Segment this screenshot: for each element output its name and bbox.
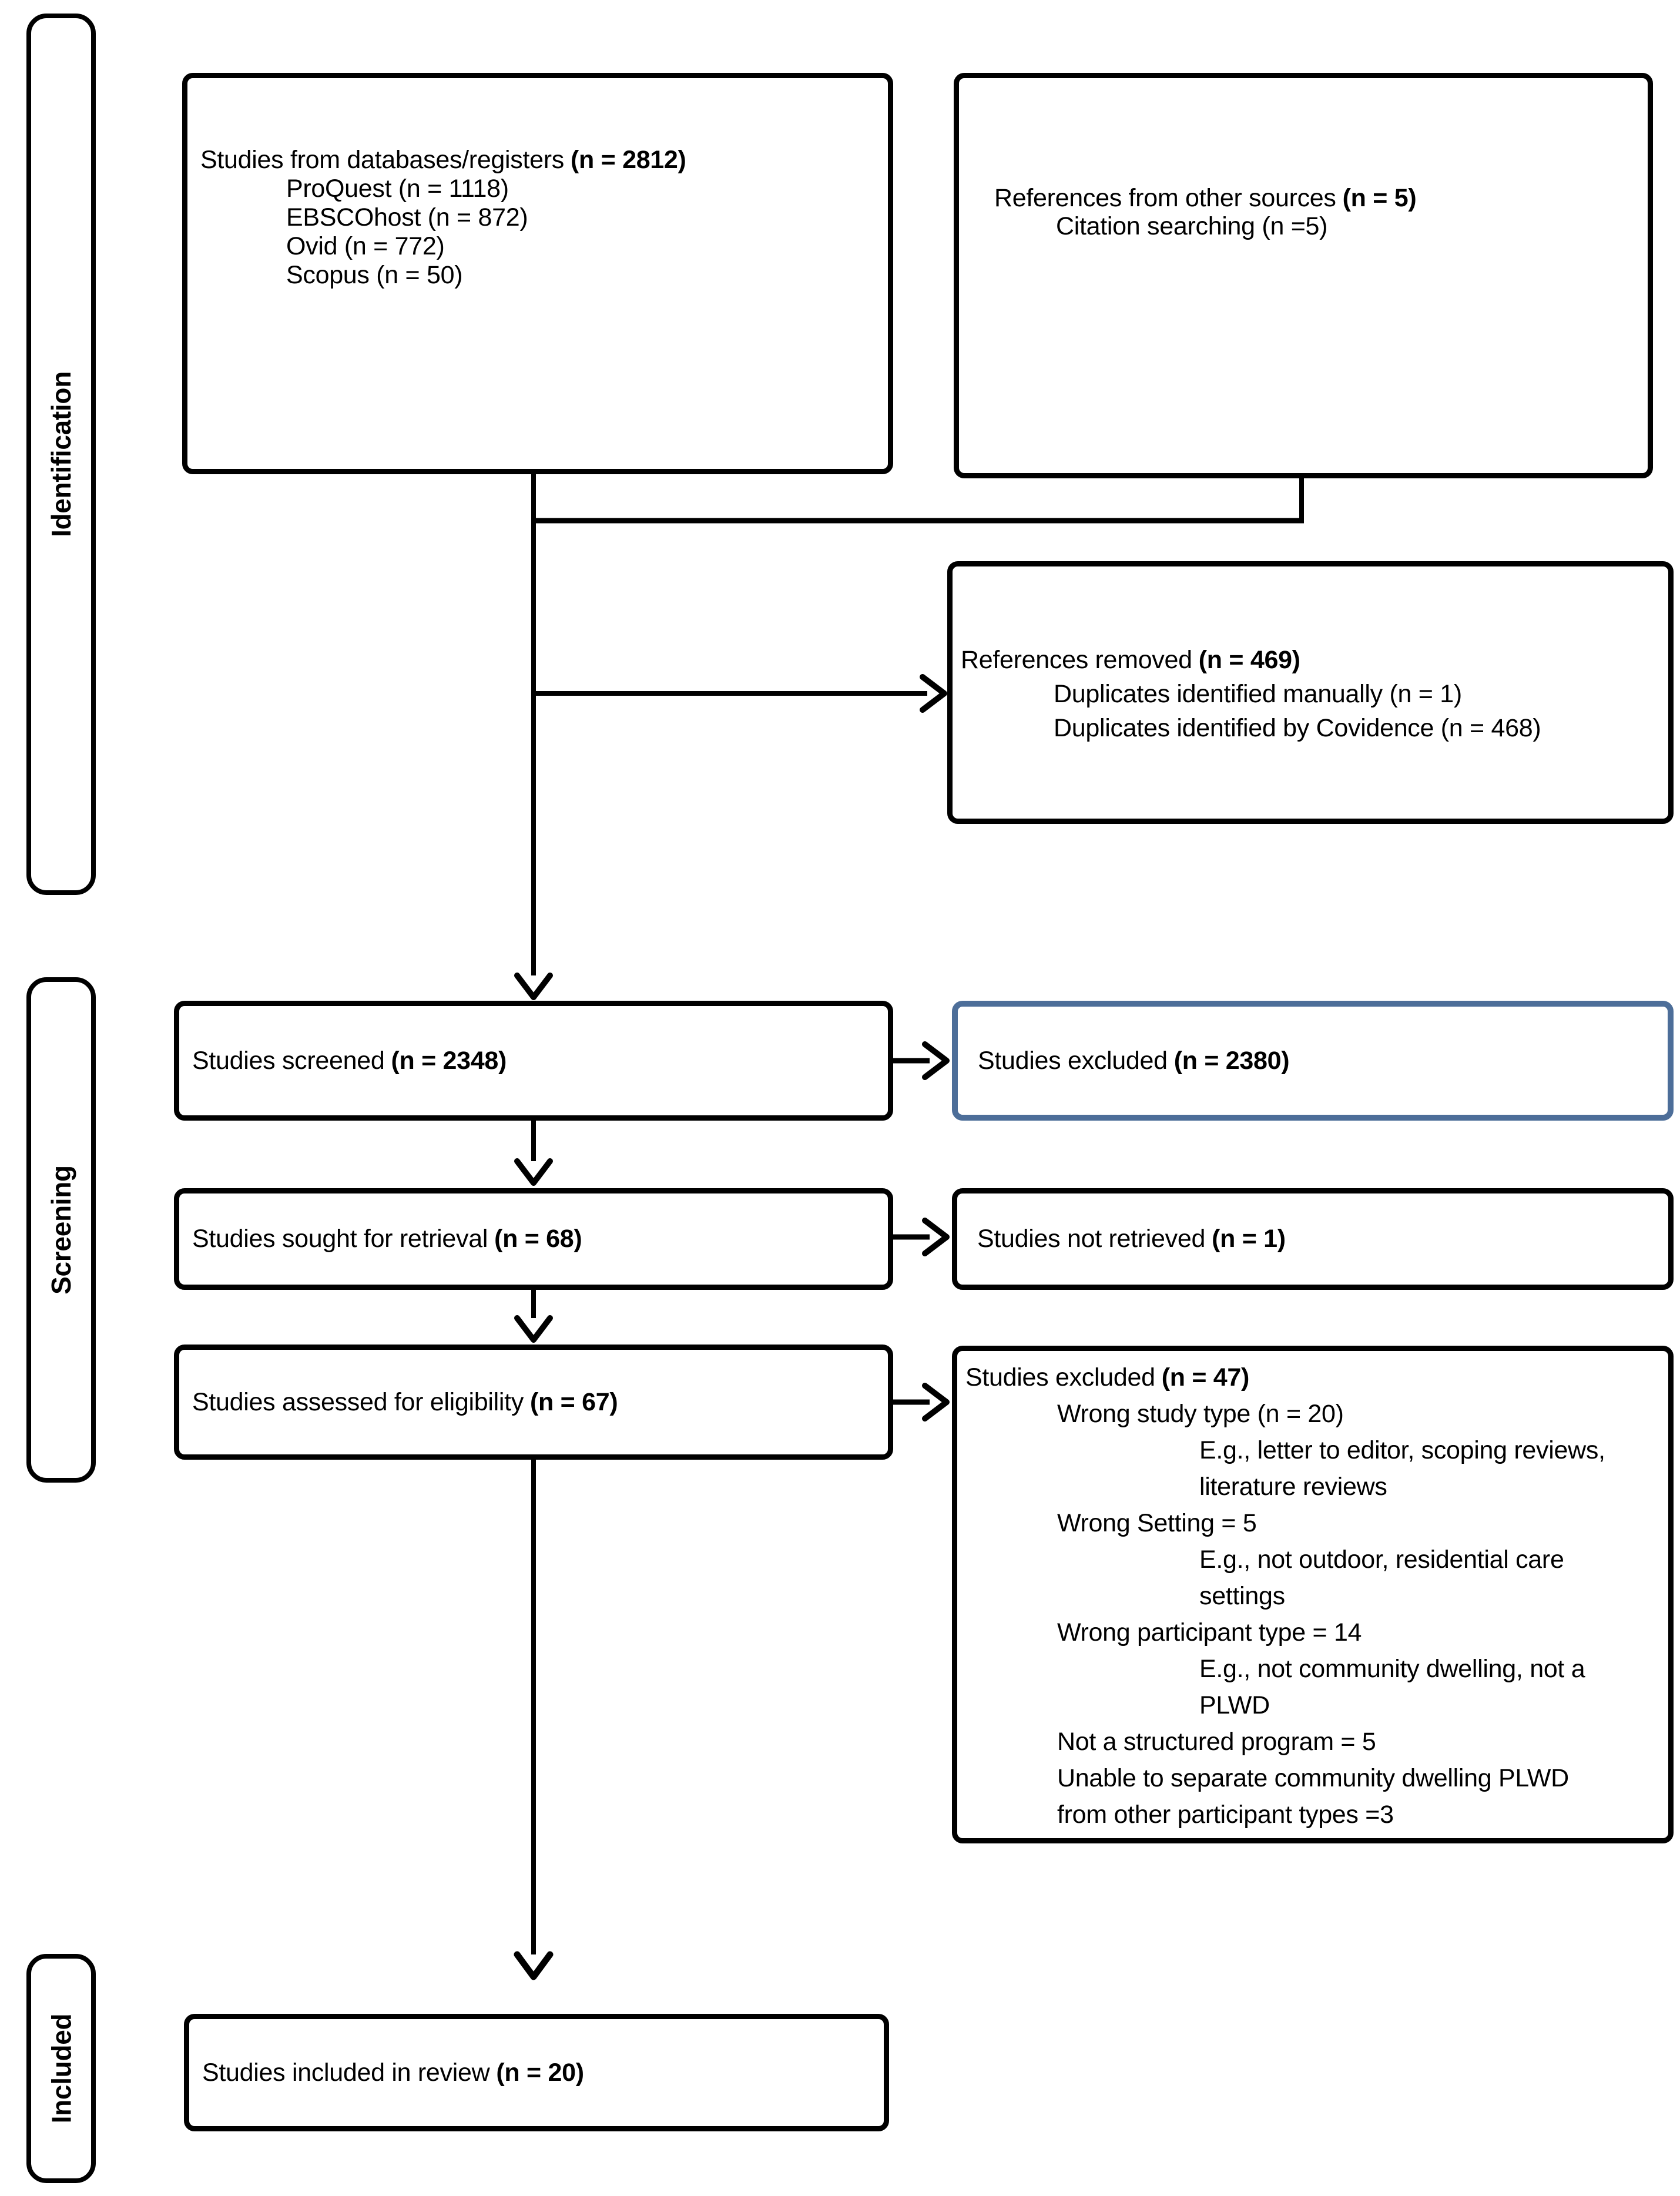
box-title: Studies excluded(n = 2380): [978, 1046, 1290, 1075]
arrowhead-into-notretrieved: [922, 1218, 950, 1256]
box-studies-excluded-screening: Studies excluded(n = 2380): [952, 1001, 1674, 1121]
box-title: References from other sources(n = 5): [994, 184, 1637, 212]
box-studies-excluded-eligibility: Studies excluded(n = 47) Wrong study typ…: [952, 1346, 1674, 1843]
arrowhead-into-screened: [514, 973, 553, 1000]
box-title: Studies screened(n = 2348): [192, 1047, 507, 1075]
box-title-label: Studies assessed for eligibility: [192, 1387, 524, 1416]
arrowhead-into-excluded-screening: [922, 1041, 950, 1080]
arrowhead-into-sought: [514, 1158, 553, 1186]
box-references-other-sources-text: References from other sources(n = 5) Cit…: [959, 78, 1648, 240]
box-title-count: (n = 5): [1342, 184, 1417, 212]
stage-label-identification-text: Identification: [46, 371, 76, 538]
box-title-label: References from other sources: [994, 184, 1336, 212]
exclusion-reasons-list: Wrong study type (n = 20) E.g., letter to…: [965, 1396, 1658, 1833]
list-line: ProQuest (n = 1118): [286, 175, 509, 203]
box-title: Studies sought for retrieval(n = 68): [192, 1225, 582, 1253]
box-title: References removed(n = 469): [961, 643, 1658, 677]
box-studies-not-retrieved: Studies not retrieved(n = 1): [952, 1188, 1674, 1290]
box-title-count: (n = 469): [1198, 646, 1300, 674]
list-line: Scopus (n = 50): [286, 261, 463, 289]
other-sources-list: Citation searching (n =5): [994, 212, 1637, 240]
list-line: E.g., not outdoor, residential care: [1199, 1545, 1564, 1574]
box-studies-from-databases: Studies from databases/registers(n = 281…: [182, 73, 893, 474]
list-line: PLWD: [1199, 1691, 1270, 1719]
list-line: Ovid (n = 772): [286, 232, 445, 260]
box-title-label: Studies from databases/registers: [200, 146, 564, 174]
box-title-count: (n = 1): [1212, 1225, 1286, 1253]
removed-reasons-list: Duplicates identified manually (n = 1) Du…: [961, 677, 1658, 745]
list-line: Not a structured program = 5: [1057, 1728, 1376, 1756]
box-title-label: Studies sought for retrieval: [192, 1225, 488, 1253]
list-line: settings: [1199, 1582, 1285, 1610]
box-title-label: Studies included in review: [202, 2058, 490, 2087]
list-line: Duplicates identified manually (n = 1): [1054, 680, 1462, 708]
list-line: E.g., letter to editor, scoping reviews,: [1199, 1436, 1605, 1464]
arrowhead-into-removed: [920, 674, 947, 713]
list-line: Citation searching (n =5): [1056, 212, 1328, 240]
stage-label-identification: Identification: [26, 14, 96, 895]
list-line: E.g., not community dwelling, not a: [1199, 1655, 1585, 1683]
box-title: Studies included in review(n = 20): [202, 2058, 584, 2087]
box-studies-assessed: Studies assessed for eligibility(n = 67): [174, 1345, 893, 1460]
list-line: Unable to separate community dwelling PL…: [1057, 1764, 1569, 1792]
stage-label-screening: Screening: [26, 977, 96, 1483]
box-studies-from-databases-text: Studies from databases/registers(n = 281…: [187, 78, 888, 290]
box-title-count: (n = 2380): [1173, 1046, 1290, 1075]
box-title-label: Studies excluded: [978, 1046, 1168, 1075]
arrowhead-into-included: [514, 1951, 554, 1980]
box-studies-excluded-eligibility-text: Studies excluded(n = 47) Wrong study typ…: [957, 1351, 1668, 1833]
arrowhead-into-assessed: [514, 1315, 553, 1343]
list-line: Duplicates identified by Covidence (n = …: [1054, 714, 1541, 742]
box-references-other-sources: References from other sources(n = 5) Cit…: [954, 73, 1653, 478]
box-studies-sought: Studies sought for retrieval(n = 68): [174, 1188, 893, 1290]
box-title-label: Studies not retrieved: [977, 1225, 1206, 1253]
box-title-count: (n = 47): [1161, 1363, 1250, 1392]
box-title-label: Studies screened: [192, 1046, 385, 1075]
box-studies-screened: Studies screened(n = 2348): [174, 1001, 893, 1121]
box-studies-included: Studies included in review(n = 20): [184, 2014, 889, 2131]
list-line: literature reviews: [1199, 1473, 1387, 1501]
box-title-label: Studies excluded: [965, 1363, 1155, 1392]
list-line: Wrong Setting = 5: [1057, 1509, 1257, 1537]
stage-label-included-text: Included: [46, 2013, 77, 2124]
box-references-removed: References removed(n = 469) Duplicates i…: [947, 561, 1674, 824]
list-line: Wrong study type (n = 20): [1057, 1400, 1344, 1428]
list-line: Wrong participant type = 14: [1057, 1618, 1362, 1647]
box-title-count: (n = 67): [530, 1387, 618, 1416]
database-list: ProQuest (n = 1118)EBSCOhost (n = 872)Ov…: [200, 175, 877, 290]
box-title: Studies from databases/registers(n = 281…: [200, 146, 877, 175]
box-title-label: References removed: [961, 646, 1192, 674]
list-line: EBSCOhost (n = 872): [286, 203, 528, 232]
box-title: Studies excluded(n = 47): [965, 1359, 1658, 1396]
list-line: from other participant types =3: [1057, 1801, 1394, 1829]
box-references-removed-text: References removed(n = 469) Duplicates i…: [953, 566, 1668, 745]
box-title: Studies assessed for eligibility(n = 67): [192, 1388, 618, 1417]
box-title-count: (n = 2348): [391, 1046, 507, 1075]
box-title: Studies not retrieved(n = 1): [977, 1225, 1286, 1253]
stage-label-included: Included: [26, 1954, 96, 2183]
box-title-count: (n = 20): [496, 2058, 584, 2087]
box-title-count: (n = 68): [494, 1225, 582, 1253]
stage-label-screening-text: Screening: [46, 1165, 76, 1295]
box-title-count: (n = 2812): [570, 146, 686, 174]
arrowhead-into-excluded47: [922, 1383, 950, 1421]
